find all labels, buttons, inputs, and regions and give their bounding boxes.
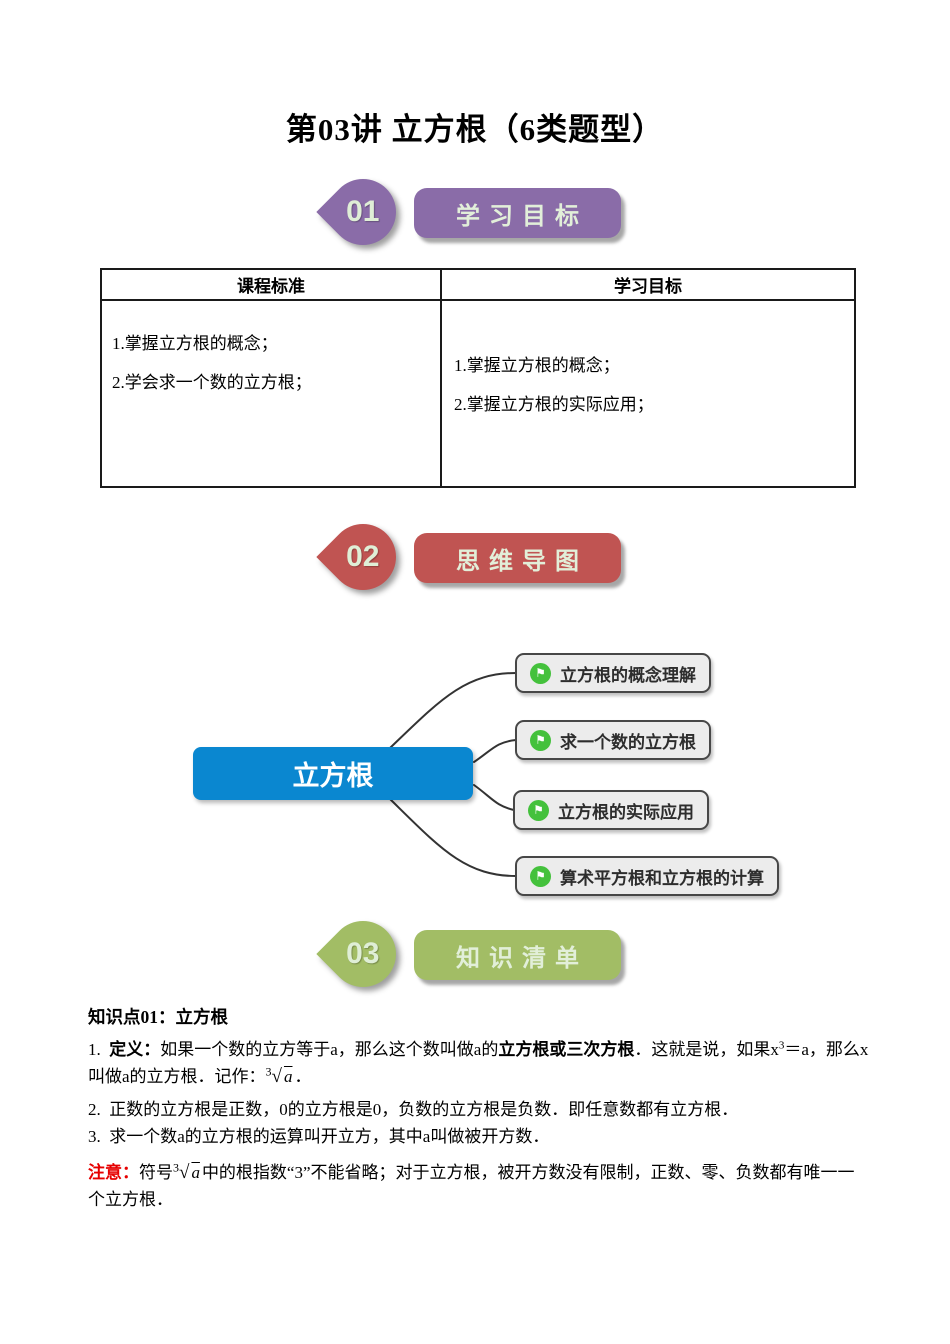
list-item: 2.掌握立方根的实际应用；	[454, 395, 654, 414]
list-item: 1.掌握立方根的概念；	[112, 334, 278, 353]
flag-icon: ⚑	[528, 799, 549, 821]
definition-text: ．	[294, 1067, 312, 1086]
section-01-pill: 学习目标	[414, 188, 621, 238]
note-label: 注意：	[88, 1163, 139, 1182]
definition-label: 定义：	[109, 1040, 161, 1059]
radicand: a	[283, 1067, 293, 1086]
flag-icon: ⚑	[530, 729, 551, 751]
table-header-course-standard: 课程标准	[102, 270, 442, 301]
radical-sign: √	[271, 1066, 282, 1087]
branch-label: 算术平方根和立方根的计算	[560, 868, 764, 888]
radicand: a	[191, 1163, 200, 1182]
operation-paragraph: 3. 求一个数a的立方根的运算叫开立方，其中a叫做被开方数．	[88, 1127, 550, 1146]
table-header-learning-goal: 学习目标	[442, 270, 854, 301]
branch-label: 求一个数的立方根	[560, 732, 696, 752]
mindmap-root-node: 立方根	[193, 747, 473, 800]
note-text: 中的根指数“3”不能省略；对于立方根，被开方数没有限制，正数、零、负数都有唯一一…	[88, 1163, 855, 1209]
section-03-badge: 03	[316, 907, 410, 1001]
item-number: 1.	[88, 1040, 110, 1059]
note-text: 符号	[139, 1163, 173, 1182]
knowledge-section: 知识点01：立方根 1. 定义：如果一个数的立方等于a，那么这个数叫做a的立方根…	[88, 1004, 870, 1219]
definition-paragraph: 1. 定义：如果一个数的立方等于a，那么这个数叫做a的立方根或三次方根．这就是说…	[88, 1036, 870, 1090]
teardrop-shape: 03	[316, 907, 410, 1001]
section-number: 03	[346, 937, 380, 970]
teardrop-shape: 02	[316, 510, 410, 604]
section-label: 知识清单	[456, 944, 588, 972]
section-02-badge: 02	[316, 510, 410, 604]
property-paragraph: 2. 正数的立方根是正数，0的立方根是0，负数的立方根是负数．即任意数都有立方根…	[88, 1100, 739, 1119]
exponent: 3	[778, 1039, 785, 1052]
section-03-pill: 知识清单	[414, 930, 621, 980]
section-label: 学习目标	[456, 202, 588, 230]
radical-sign: √	[179, 1162, 190, 1183]
list-item: 2.学会求一个数的立方根；	[112, 373, 312, 392]
flag-icon: ⚑	[530, 662, 551, 684]
cube-root-radical: 3√a	[173, 1160, 202, 1183]
learning-goal-cell: 1.掌握立方根的概念； 2.掌握立方根的实际应用；	[442, 301, 854, 486]
branch-label: 立方根的实际应用	[558, 802, 694, 822]
mindmap-branch-node: ⚑ 算术平方根和立方根的计算	[515, 856, 779, 896]
teardrop-shape: 01	[316, 165, 410, 259]
definition-text: ．这就是说，如果x	[634, 1040, 779, 1059]
definition-bold-term: 立方根或三次方根	[498, 1040, 635, 1059]
section-01-badge: 01	[316, 165, 410, 259]
definition-text: 如果一个数的立方等于a，那么这个数叫做a的	[160, 1040, 499, 1059]
cube-root-radical: 3√a	[265, 1064, 295, 1087]
section-label: 思维导图	[456, 547, 588, 575]
definition-text: ＝a，那么x叫做a的立方根．记作：	[88, 1040, 869, 1086]
course-standard-cell: 1.掌握立方根的概念； 2.学会求一个数的立方根；	[102, 301, 442, 486]
flag-icon: ⚑	[530, 865, 551, 887]
list-item: 1.掌握立方根的概念；	[454, 356, 620, 375]
mindmap-branch-node: ⚑ 求一个数的立方根	[515, 720, 711, 760]
mindmap-branch-node: ⚑ 立方根的实际应用	[513, 790, 709, 830]
objectives-table: 课程标准 学习目标 1.掌握立方根的概念； 2.学会求一个数的立方根； 1.掌握…	[100, 268, 856, 488]
branch-label: 立方根的概念理解	[560, 665, 696, 685]
radical-index: 3	[173, 1160, 179, 1175]
page-title: 第03讲 立方根（6类题型）	[285, 112, 665, 147]
radical-index: 3	[265, 1064, 272, 1079]
section-number: 02	[346, 540, 380, 573]
knowledge-heading: 知识点01：立方根	[88, 1007, 228, 1027]
section-02-pill: 思维导图	[414, 533, 621, 583]
section-number: 01	[346, 195, 380, 228]
mindmap-branch-node: ⚑ 立方根的概念理解	[515, 653, 711, 693]
